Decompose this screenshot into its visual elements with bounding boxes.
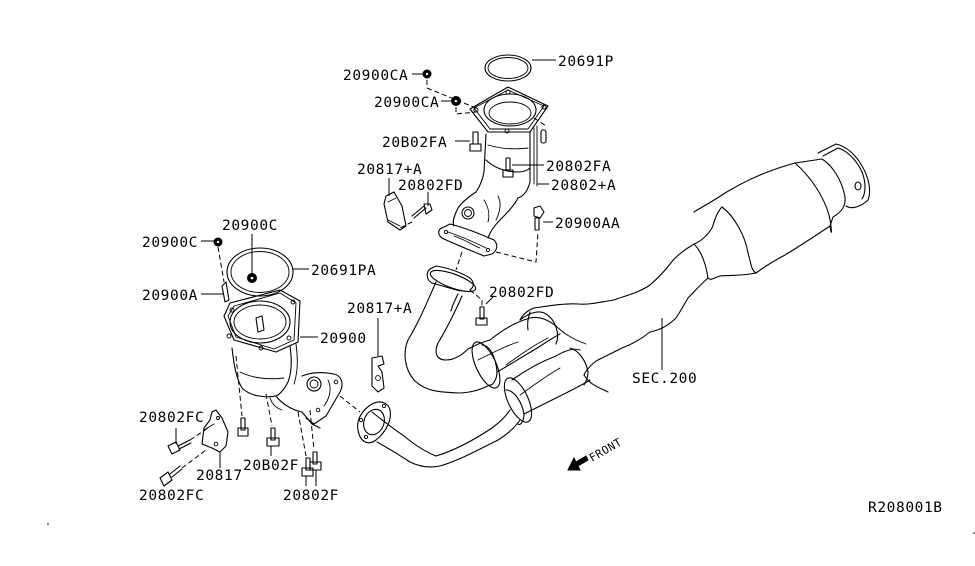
callout-20817-a-middle: 20817+A: [347, 301, 412, 317]
assembly-lines: [181, 80, 547, 469]
nut-20900c-outer: [213, 237, 223, 247]
callout-20900aa: 20900AA: [555, 216, 620, 232]
callout-20817-a-upper: 20817+A: [357, 162, 422, 178]
front-catalytic-converter-right-bank: [438, 54, 549, 257]
callout-20b02fa: 20B02FA: [382, 135, 447, 151]
bracket-lower-20817: [201, 409, 229, 453]
callout-20900c-center: 20900C: [222, 218, 278, 234]
callout-20900a: 20900A: [142, 288, 198, 304]
leader-lines: [175, 59, 663, 486]
callout-20802fa: 20802FA: [546, 159, 611, 175]
bolt-20802fa: [502, 157, 514, 178]
callout-20b02f: 20B02F: [243, 458, 299, 474]
bolt-20802f-2: [309, 451, 322, 471]
print-dot: [973, 532, 975, 534]
bolt-20802fd-y-pipe: [475, 306, 488, 326]
bolt-20802fd-upper: [411, 203, 433, 219]
front-exhaust-tube: [357, 265, 651, 468]
bracket-upper-20817-a: [383, 191, 407, 231]
bolt-20b02f: [266, 427, 280, 447]
callout-20691p: 20691P: [558, 54, 614, 70]
callout-20802fd-y-pipe: 20802FD: [489, 285, 554, 301]
callout-20802-a: 20802+A: [551, 178, 616, 194]
sensor-stud-right-bank: [540, 129, 547, 144]
callout-sec-200: SEC.200: [632, 371, 697, 387]
front-catalytic-converter-left-bank: [221, 247, 343, 429]
bolt-20802fc-2: [159, 465, 183, 487]
front-direction-indicator: FRONT: [567, 436, 624, 471]
callout-20802f: 20802F: [283, 488, 339, 504]
callout-20900: 20900: [320, 331, 367, 347]
front-arrow-icon: [567, 455, 589, 471]
bolt-20802f-1: [301, 457, 314, 477]
bolt-20802fc-1: [167, 439, 192, 455]
callout-labels: 20691P 20900CA 20900CA 20B02FA 20802FA 2…: [139, 54, 943, 516]
center-catalytic-converter: [613, 143, 871, 333]
callout-20802fc-2: 20802FC: [139, 488, 204, 504]
bolt-left-side: [237, 417, 249, 437]
diagram-reference-code: R208001B: [868, 500, 943, 516]
nut-20900ca-1: [422, 69, 432, 79]
callout-20900ca-2: 20900CA: [374, 95, 439, 111]
callout-20802fd-upper: 20802FD: [398, 178, 463, 194]
stud-20900aa: [533, 205, 545, 231]
callout-20691pa: 20691PA: [311, 263, 376, 279]
front-label: FRONT: [587, 436, 624, 465]
print-dot: [47, 523, 49, 525]
nut-20900c-center: [247, 273, 257, 283]
callout-20802fc-1: 20802FC: [139, 410, 204, 426]
callout-20900ca-1: 20900CA: [343, 68, 408, 84]
bracket-middle-20817-a: [371, 355, 385, 393]
callout-20900c-outer: 20900C: [142, 235, 198, 251]
bolt-20b02fa: [469, 131, 482, 152]
callout-20817: 20817: [196, 468, 243, 484]
